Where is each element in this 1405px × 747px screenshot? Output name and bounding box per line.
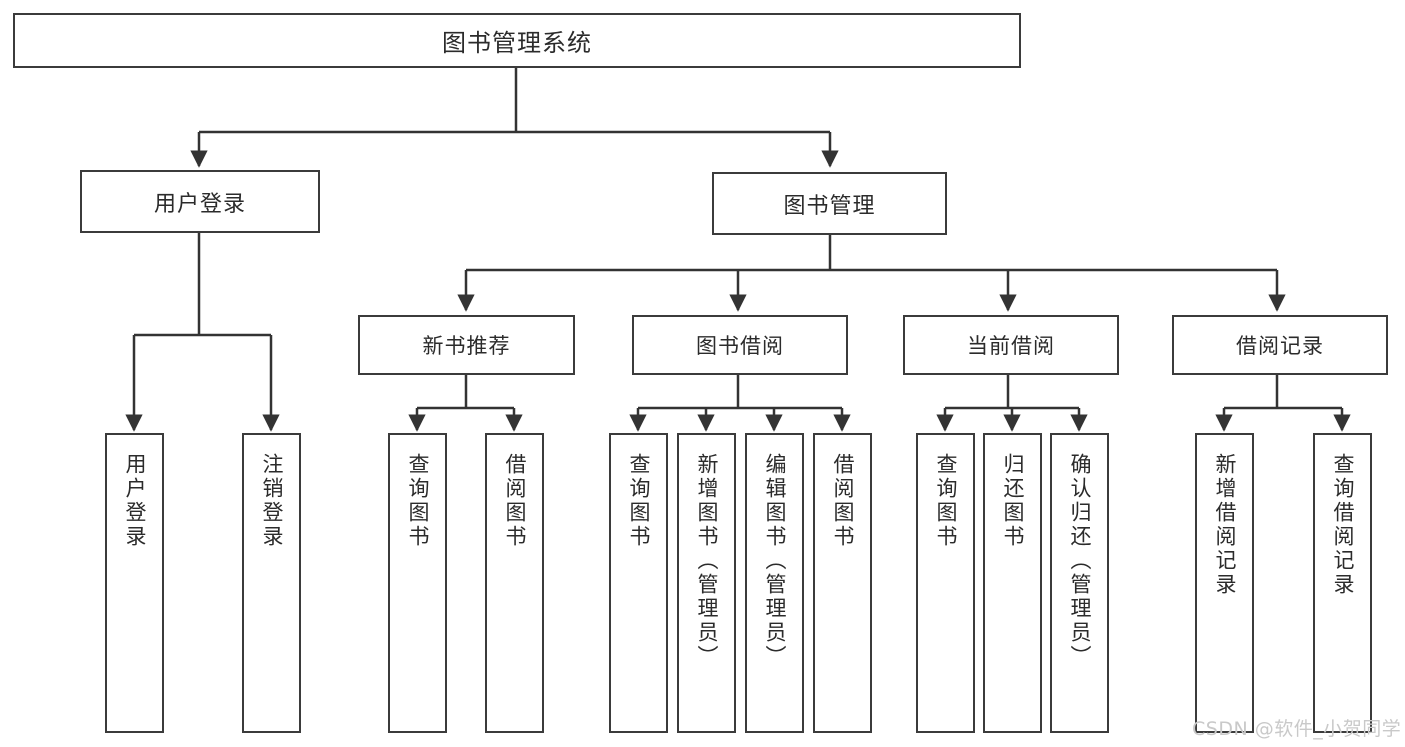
node-leaf-logout-login-label: 注销登录 [260, 453, 284, 549]
node-leaf-confirm-return-label: 确认归还（管理员） [1068, 453, 1092, 669]
node-leaf-query-book-1[interactable]: 查询图书 [388, 433, 447, 733]
node-leaf-query-book-2[interactable]: 查询图书 [609, 433, 668, 733]
node-current-borrow-label: 当前借阅 [967, 334, 1055, 358]
node-leaf-edit-book-label: 编辑图书（管理员） [763, 453, 787, 669]
node-leaf-query-book-3-label: 查询图书 [934, 453, 958, 549]
node-user-login-label: 用户登录 [153, 191, 246, 217]
node-leaf-add-record[interactable]: 新增借阅记录 [1195, 433, 1254, 733]
node-book-borrow-label: 图书借阅 [696, 334, 784, 358]
node-root-label: 图书管理系统 [442, 29, 592, 57]
node-leaf-add-book[interactable]: 新增图书（管理员） [677, 433, 736, 733]
node-leaf-borrow-book-2-label: 借阅图书 [831, 453, 855, 549]
node-leaf-confirm-return[interactable]: 确认归还（管理员） [1050, 433, 1109, 733]
node-leaf-user-login[interactable]: 用户登录 [105, 433, 164, 733]
node-borrow-record-label: 借阅记录 [1236, 334, 1324, 358]
node-leaf-return-book-label: 归还图书 [1001, 453, 1025, 549]
node-new-book-recommend[interactable]: 新书推荐 [358, 315, 575, 375]
node-new-book-recommend-label: 新书推荐 [422, 334, 511, 358]
node-leaf-add-record-label: 新增借阅记录 [1213, 453, 1237, 597]
node-leaf-query-book-2-label: 查询图书 [627, 453, 651, 549]
node-leaf-add-book-label: 新增图书（管理员） [695, 453, 719, 669]
node-leaf-return-book[interactable]: 归还图书 [983, 433, 1042, 733]
node-root[interactable]: 图书管理系统 [13, 13, 1021, 68]
node-leaf-query-record[interactable]: 查询借阅记录 [1313, 433, 1372, 733]
node-book-manage-label: 图书管理 [783, 193, 876, 219]
node-user-login[interactable]: 用户登录 [80, 170, 320, 233]
node-borrow-record[interactable]: 借阅记录 [1172, 315, 1388, 375]
node-current-borrow[interactable]: 当前借阅 [903, 315, 1119, 375]
node-leaf-query-book-3[interactable]: 查询图书 [916, 433, 975, 733]
node-book-borrow[interactable]: 图书借阅 [632, 315, 848, 375]
node-leaf-edit-book[interactable]: 编辑图书（管理员） [745, 433, 804, 733]
node-leaf-borrow-book-1-label: 借阅图书 [503, 453, 527, 549]
csdn-watermark: CSDN @软件_小贺同学 [1192, 718, 1402, 740]
node-leaf-query-book-1-label: 查询图书 [406, 453, 430, 549]
node-leaf-logout-login[interactable]: 注销登录 [242, 433, 301, 733]
node-leaf-user-login-label: 用户登录 [123, 453, 147, 549]
node-book-manage[interactable]: 图书管理 [712, 172, 947, 235]
node-leaf-borrow-book-2[interactable]: 借阅图书 [813, 433, 872, 733]
node-leaf-query-record-label: 查询借阅记录 [1331, 453, 1355, 597]
node-leaf-borrow-book-1[interactable]: 借阅图书 [485, 433, 544, 733]
